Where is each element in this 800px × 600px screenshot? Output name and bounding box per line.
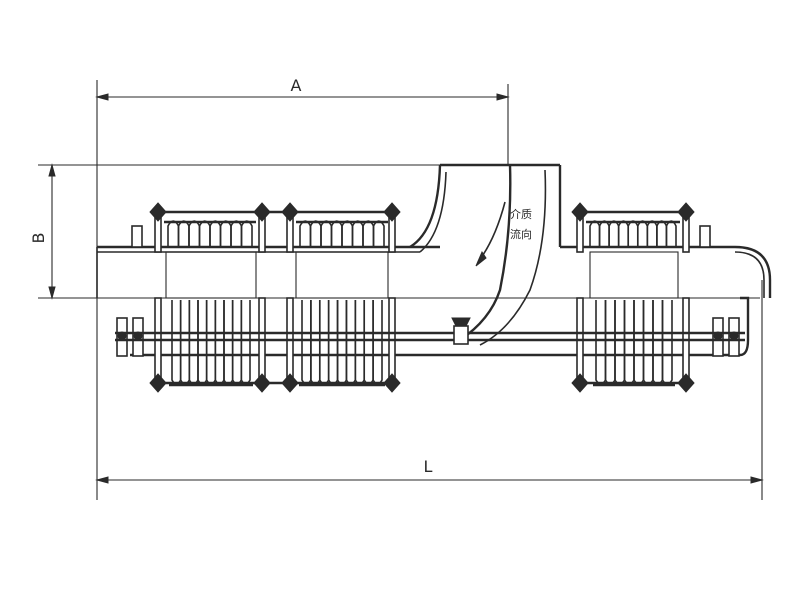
bellows-convolution [231, 300, 243, 385]
bellows-convolution [372, 220, 385, 247]
centre-guide-body [453, 325, 469, 345]
bellows-convolution [636, 220, 649, 247]
bellows-convolution [652, 300, 664, 385]
bellows-convolution [214, 300, 225, 385]
bellows-convolution [179, 300, 191, 385]
bellows-convolution [341, 220, 354, 247]
bellows-convolution [646, 220, 658, 247]
bellows-convolution [372, 300, 383, 385]
bellows-convolution [633, 300, 645, 385]
lower-bellows [589, 251, 679, 387]
centre-guide [451, 317, 471, 327]
end-lug [116, 317, 128, 357]
arrowhead [750, 476, 764, 484]
bellows-sleeve [589, 251, 679, 299]
arrowhead [95, 476, 109, 484]
bellows-sleeve [295, 251, 389, 299]
bellows-sleeve [165, 251, 257, 299]
bellows-layer [164, 220, 680, 387]
dimension-b: B [29, 163, 440, 300]
bellows-convolution [223, 300, 234, 385]
dimension-l: L [95, 280, 764, 500]
flow-arrow-head [475, 250, 487, 267]
dimension-a: A [95, 76, 510, 500]
bellows-convolution [656, 220, 668, 247]
lower-bellows [295, 251, 389, 387]
bellows-convolution [205, 300, 217, 385]
flow-note-line2: 流向 [510, 227, 532, 241]
bellows-convolution [604, 300, 616, 385]
bellows-convolution [362, 220, 375, 247]
arrowhead [48, 163, 56, 177]
bellows-convolution [167, 220, 180, 247]
bellows-convolution [336, 300, 348, 385]
bellows-convolution [627, 220, 639, 247]
bellows-convolution [230, 220, 243, 247]
lower-bellows [165, 251, 257, 387]
elbow-left-inner [419, 171, 447, 253]
bellows-convolution [318, 300, 330, 385]
pipe-stub [699, 225, 711, 248]
tee-elbow: 介质 流向 [409, 163, 562, 346]
bellows-convolution [617, 220, 630, 247]
main-tie-rod [115, 317, 745, 345]
bellows-convolution [595, 300, 607, 385]
bellows-convolution [614, 300, 626, 385]
arrowhead [95, 93, 109, 101]
bellows-convolution [642, 300, 654, 385]
upper-bellows [296, 220, 388, 247]
end-lug [712, 317, 724, 357]
bellows-convolution [301, 300, 312, 385]
elbow-curved-wall [459, 164, 512, 341]
bellows-convolution [598, 220, 610, 247]
flow-note-line1: 介质 [510, 208, 532, 221]
bellows-convolution [320, 220, 333, 247]
bellows-convolution [623, 300, 635, 385]
elbow-left-outer [409, 164, 442, 249]
bellows-convolution [188, 300, 199, 385]
arrowhead [48, 286, 56, 300]
upper-bellows [164, 220, 256, 247]
bellows-convolution [327, 300, 339, 385]
bellows-convolution [197, 300, 208, 385]
elbow-curved-wall-2 [479, 169, 547, 346]
bellows-convolution [354, 300, 366, 385]
right-elbow-inner [734, 251, 765, 298]
bellows-convolution [171, 300, 182, 385]
bellows-convolution [309, 220, 322, 247]
bellows-convolution [219, 220, 232, 247]
bellows-convolution [351, 220, 364, 247]
bellows-convolution [363, 300, 374, 385]
bellows-convolution [240, 220, 253, 247]
arrowhead [496, 93, 510, 101]
bellows-convolution [665, 220, 677, 247]
pipe-stub [131, 225, 143, 248]
bellows-convolution [330, 220, 343, 247]
bellows-convolution [240, 300, 251, 385]
bellows-convolution [589, 220, 601, 247]
dimension-a-label: A [291, 76, 302, 95]
dimension-l-label: L [424, 457, 433, 476]
bellows-convolution [661, 300, 673, 385]
bellows-convolution [177, 220, 190, 247]
bellows-convolution [299, 220, 312, 247]
upper-bellows [586, 220, 680, 247]
dimension-b-label: B [29, 233, 48, 244]
right-elbow-outer [734, 245, 772, 298]
right-end-cap [739, 296, 750, 357]
bellows-convolution [345, 300, 357, 385]
bellows-convolution [608, 220, 620, 247]
bellows-convolution [198, 220, 211, 247]
bellows-convolution [209, 220, 222, 247]
end-lug [132, 317, 144, 357]
bellows-convolution [310, 300, 321, 385]
bellows-convolution [188, 220, 201, 247]
end-lug [728, 317, 740, 357]
